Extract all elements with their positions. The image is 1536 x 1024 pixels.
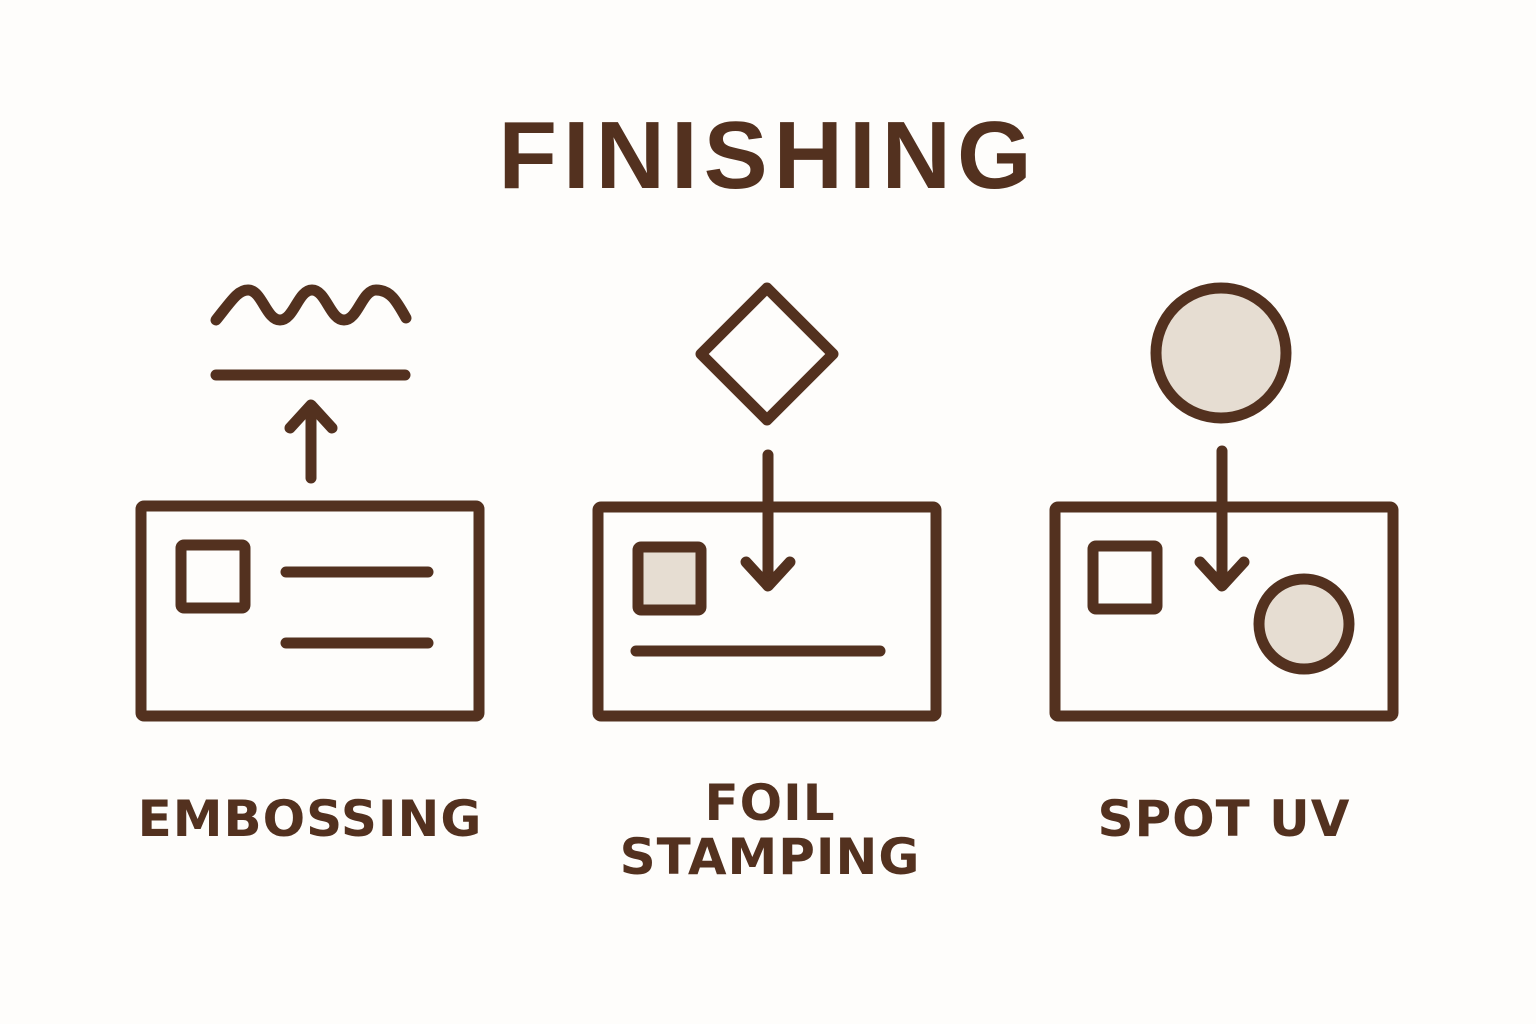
- arrow-down-icon: [1194, 445, 1250, 592]
- card-foil-square: [632, 541, 707, 616]
- card-square: [175, 539, 251, 614]
- arrow-down-icon: [740, 449, 796, 592]
- label-foil-stamping: FOIL STAMPING: [560, 776, 980, 884]
- page-title: FINISHING: [498, 102, 1038, 209]
- card-uv-circle: [1253, 573, 1355, 675]
- card-outline: [135, 500, 485, 722]
- foil-stamping-illustration: [592, 282, 942, 722]
- embossing-illustration: [135, 284, 485, 722]
- label-foil-line2: STAMPING: [619, 828, 921, 886]
- label-spot-uv: SPOT UV: [1097, 790, 1351, 848]
- card-outline: [592, 501, 942, 722]
- label-foil-line1: FOIL: [704, 774, 836, 832]
- spot-uv-circle-icon: [1150, 282, 1292, 424]
- foil-diamond-icon: [695, 282, 839, 426]
- card-square: [1087, 540, 1163, 615]
- spot-uv-illustration: [1049, 282, 1399, 722]
- card-outline: [1049, 501, 1399, 722]
- arrow-up-icon: [284, 399, 338, 484]
- label-embossing: EMBOSSING: [137, 790, 483, 848]
- emboss-wave-icon: [210, 284, 412, 326]
